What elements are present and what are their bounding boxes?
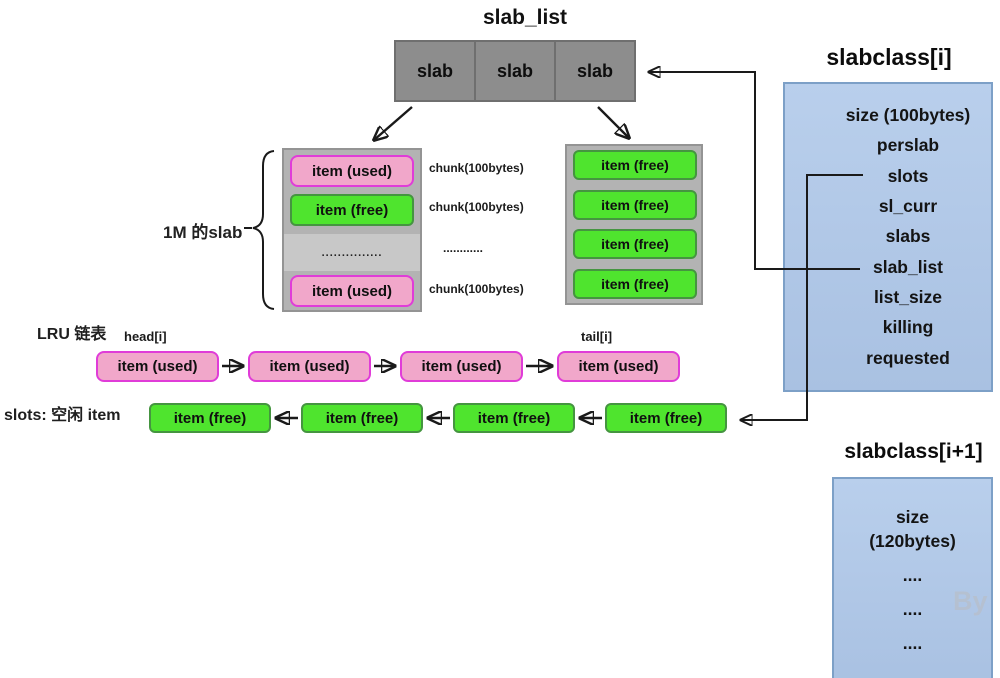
slabclass-field-killing: killing	[882, 317, 934, 338]
slab-row-item-used: item (used)	[290, 155, 414, 187]
slabclass-i1-field-dots: ....	[902, 633, 923, 653]
slots-item-free: item (free)	[149, 403, 271, 433]
slab-cell-1: slab	[396, 42, 476, 100]
chunk-size-label: chunk(100bytes)	[429, 282, 524, 296]
slabclass-field-slabs: slabs	[885, 226, 931, 247]
lru-item-used: item (used)	[96, 351, 219, 382]
curly-brace	[244, 150, 275, 310]
slots-item-free: item (free)	[453, 403, 575, 433]
slabclass-i1-field-dots: ....	[902, 599, 923, 619]
slabclass-field-slots: slots	[887, 165, 929, 186]
chunk-ellipsis-label: ............	[443, 241, 484, 255]
slabclass-field-requested: requested	[866, 347, 950, 368]
free-stack-item: item (free)	[573, 190, 697, 220]
lru-item-used: item (used)	[400, 351, 523, 382]
slabclass-i1-field-dots: ....	[902, 565, 923, 585]
slab-row-item-free: item (free)	[290, 194, 414, 226]
slots-item-free: item (free)	[605, 403, 727, 433]
slab-row-item-used: item (used)	[290, 275, 414, 307]
lru-item-used: item (used)	[557, 351, 680, 382]
slabclass-field-list-size: list_size	[873, 286, 943, 307]
tail-pointer-label: tail[i]	[581, 329, 613, 344]
slab-cell-2: slab	[476, 42, 556, 100]
slabclass-field-sl-curr: sl_curr	[878, 195, 938, 216]
slabclass-i1-field-bytes: (120bytes)	[869, 531, 956, 551]
watermark-text: By	[953, 586, 988, 616]
chunk-size-label: chunk(100bytes)	[429, 161, 524, 175]
head-pointer-label: head[i]	[124, 329, 167, 344]
free-stack-item: item (free)	[573, 269, 697, 299]
slabclass-field-perslab: perslab	[876, 135, 940, 156]
slabclass-field-size: size (100bytes)	[845, 104, 971, 125]
slab-row-ellipsis: ...............	[284, 234, 420, 271]
slots-item-free: item (free)	[301, 403, 423, 433]
slab-list-title: slab_list	[482, 6, 568, 29]
slab-1m-container: item (used) item (free) ............... …	[282, 148, 422, 312]
free-stack-item: item (free)	[573, 150, 697, 180]
free-stack-item: item (free)	[573, 229, 697, 259]
slab-1m-label: 1M 的slab	[163, 223, 243, 242]
slots-free-label: slots: 空闲 item	[4, 407, 121, 424]
free-item-stack: item (free) item (free) item (free) item…	[565, 144, 703, 305]
slab-cell-3: slab	[576, 60, 614, 81]
slabclass-i-title: slabclass[i]	[826, 44, 952, 70]
slabclass-i1-box: size (120bytes) .... .... ....	[832, 477, 993, 678]
slabclass-i-box: size (100bytes) perslab slots sl_curr sl…	[783, 82, 993, 392]
arrow-slab-to-1m-stack	[374, 106, 413, 140]
lru-item-used: item (used)	[248, 351, 371, 382]
slabclass-field-slab-list: slab_list	[872, 256, 944, 277]
slabclass-i1-title: slabclass[i+1]	[844, 440, 983, 463]
arrow-slab-to-free-stack	[597, 106, 629, 138]
lru-list-label: LRU 链表	[37, 326, 107, 343]
slabclass-i1-field-size: size	[895, 507, 930, 527]
chunk-size-label: chunk(100bytes)	[429, 200, 524, 214]
slab-list-box: slab slab slab	[394, 40, 636, 102]
